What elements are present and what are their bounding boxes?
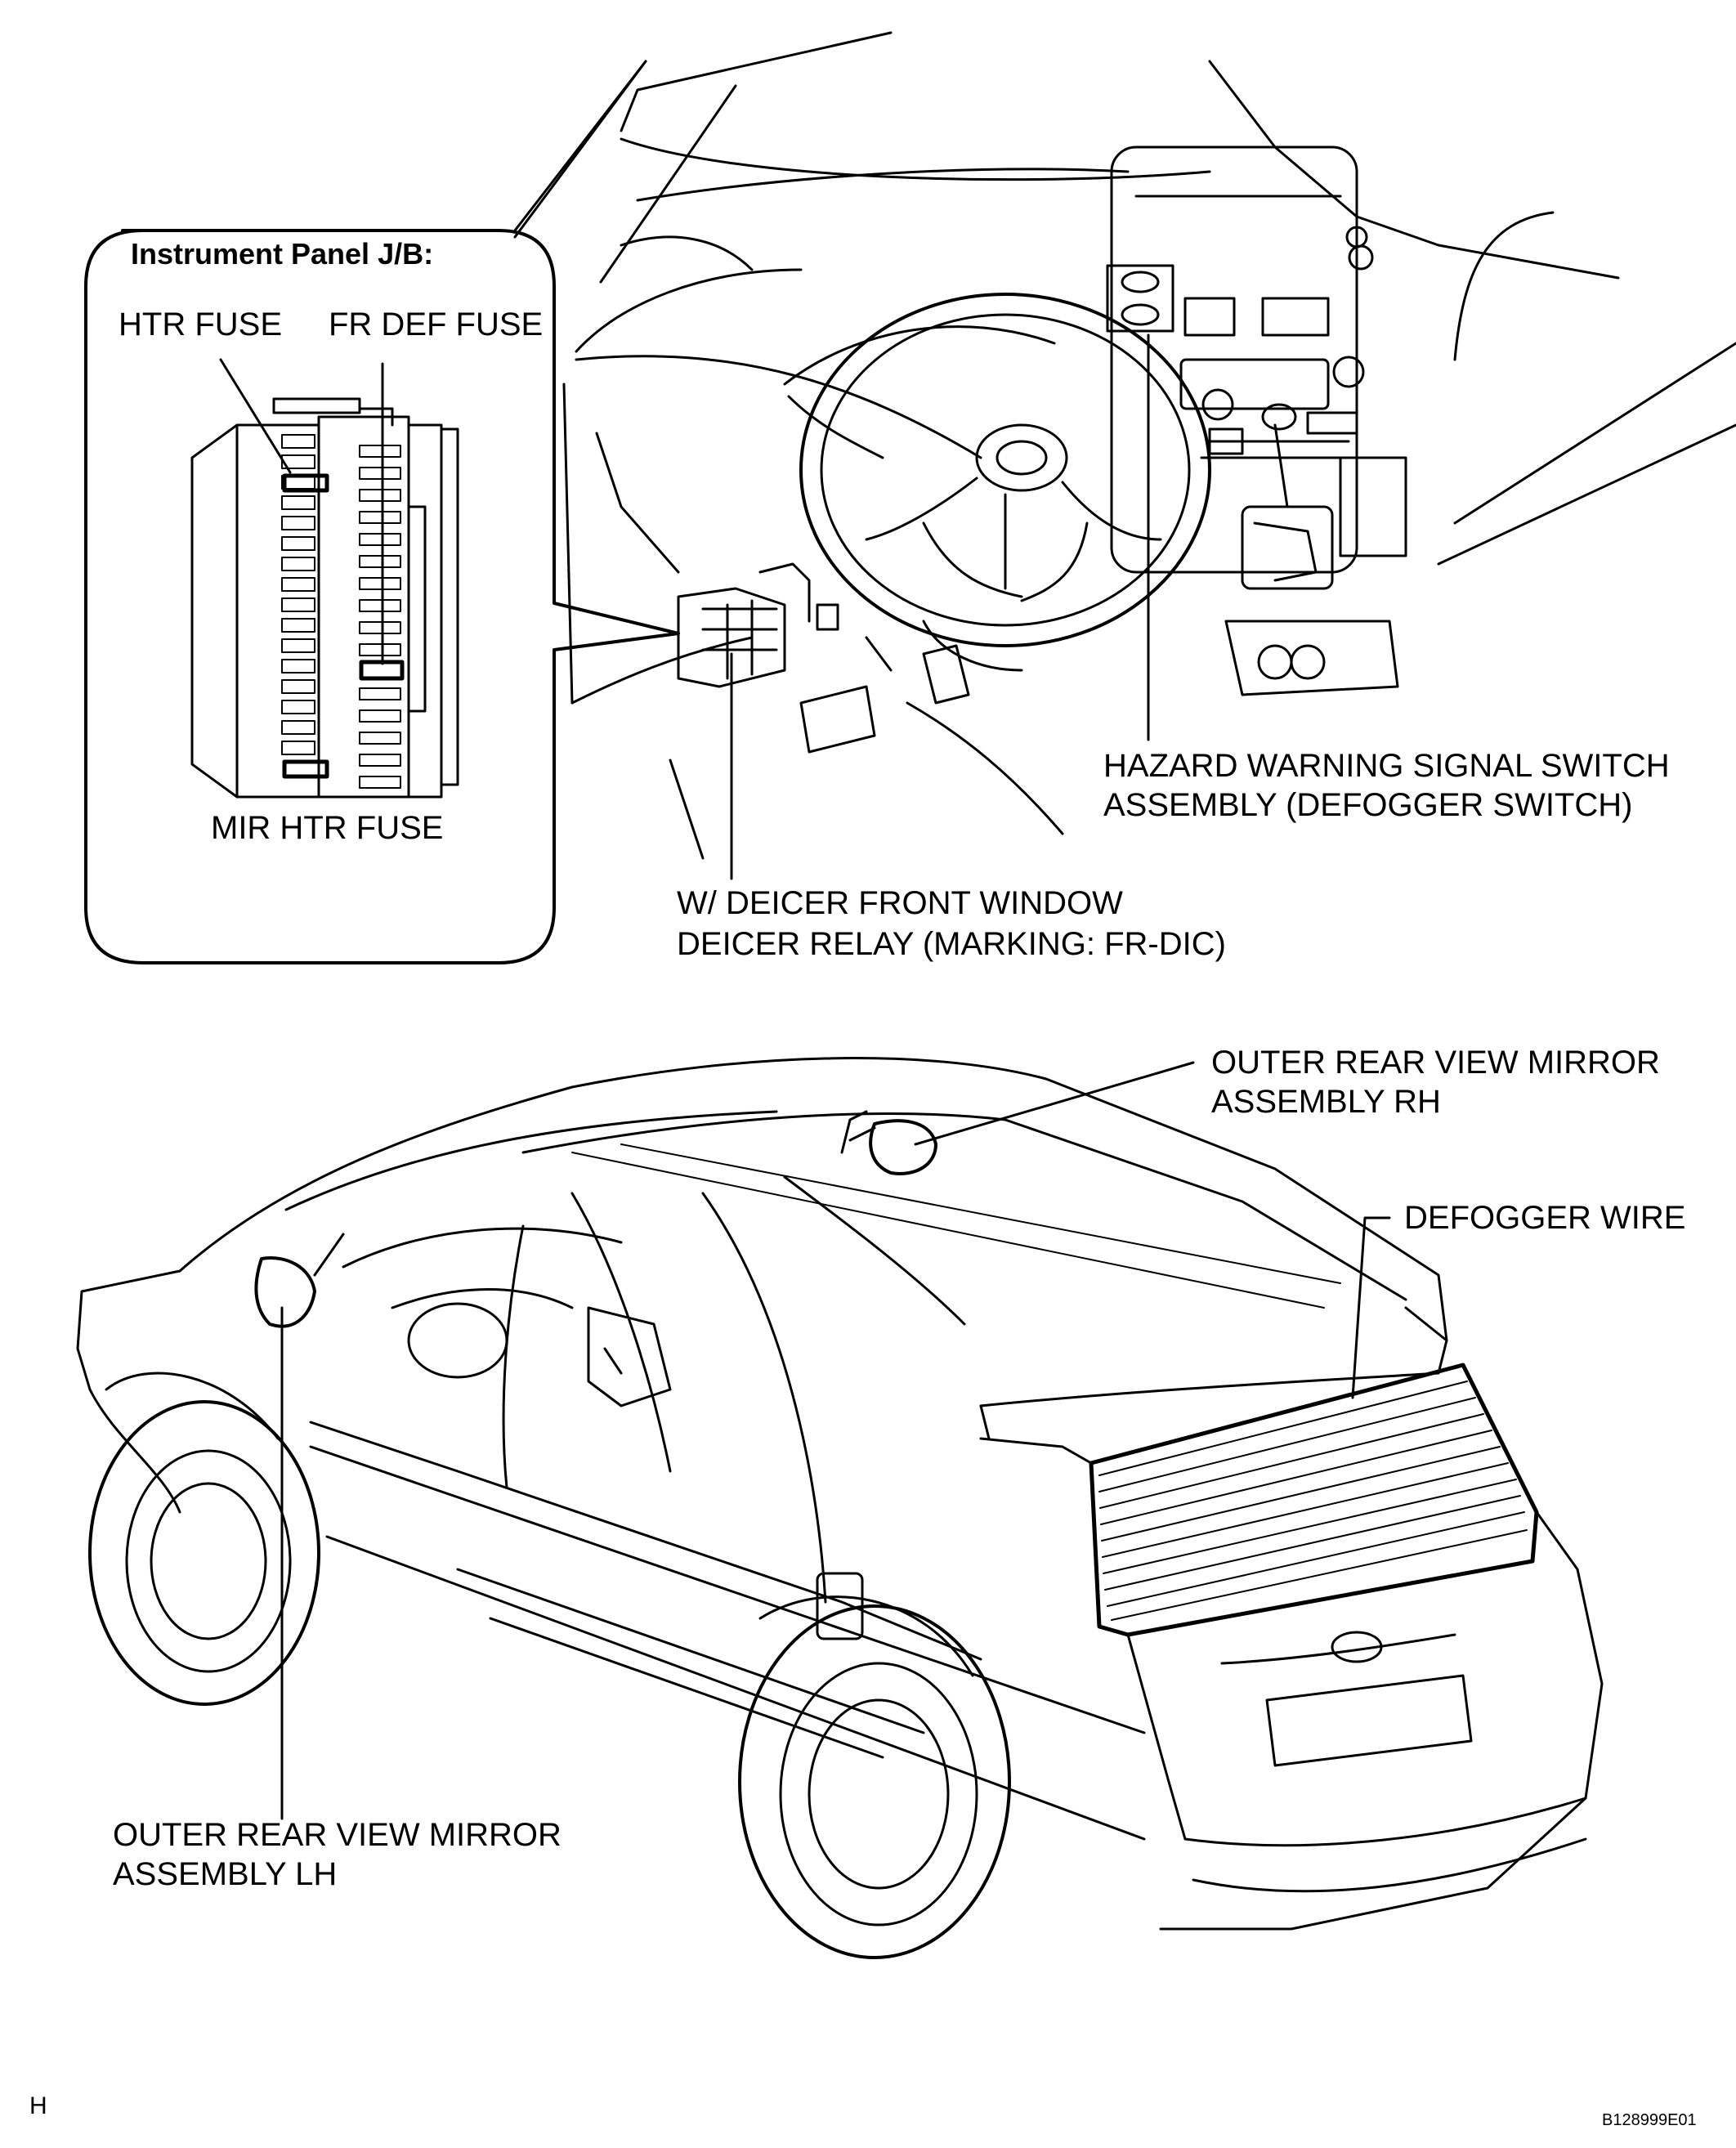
- defogger-wire-label: DEFOGGER WIRE: [1404, 1200, 1686, 1236]
- htr-fuse-marker: [282, 473, 329, 493]
- mirror-lh-label-line2: ASSEMBLY LH: [113, 1856, 338, 1892]
- page-mark: H: [29, 2092, 47, 2119]
- deicer-relay-label-line1: W/ DEICER FRONT WINDOW: [677, 885, 1123, 921]
- mir-htr-fuse-label: MIR HTR FUSE: [211, 810, 444, 846]
- figure-id: B128999E01: [1602, 2111, 1697, 2129]
- vehicle-illustration: [76, 1057, 1604, 1959]
- inset-title: Instrument Panel J/B:: [131, 237, 434, 271]
- hazard-switch-label-line1: HAZARD WARNING SIGNAL SWITCH: [1103, 748, 1670, 784]
- mirror-lh-label-line1: OUTER REAR VIEW MIRROR: [113, 1817, 562, 1853]
- dashboard-illustration: [513, 31, 1736, 860]
- htr-fuse-label: HTR FUSE: [119, 307, 282, 342]
- deicer-relay-label-line2: DEICER RELAY (MARKING: FR-DIC): [677, 926, 1226, 962]
- fuse-column-right: [359, 445, 401, 789]
- mirror-rh-label-line2: ASSEMBLY RH: [1211, 1084, 1441, 1120]
- mir-htr-fuse-marker: [282, 759, 329, 779]
- fuse-column-left: [281, 434, 315, 755]
- hazard-switch-label-line2: ASSEMBLY (DEFOGGER SWITCH): [1103, 787, 1633, 823]
- mirror-rh-label-line1: OUTER REAR VIEW MIRROR: [1211, 1045, 1660, 1081]
- junction-block-inset: [84, 60, 680, 964]
- defogger-grid-lines: [1098, 1381, 1528, 1621]
- fr-def-fuse-label: FR DEF FUSE: [329, 307, 544, 342]
